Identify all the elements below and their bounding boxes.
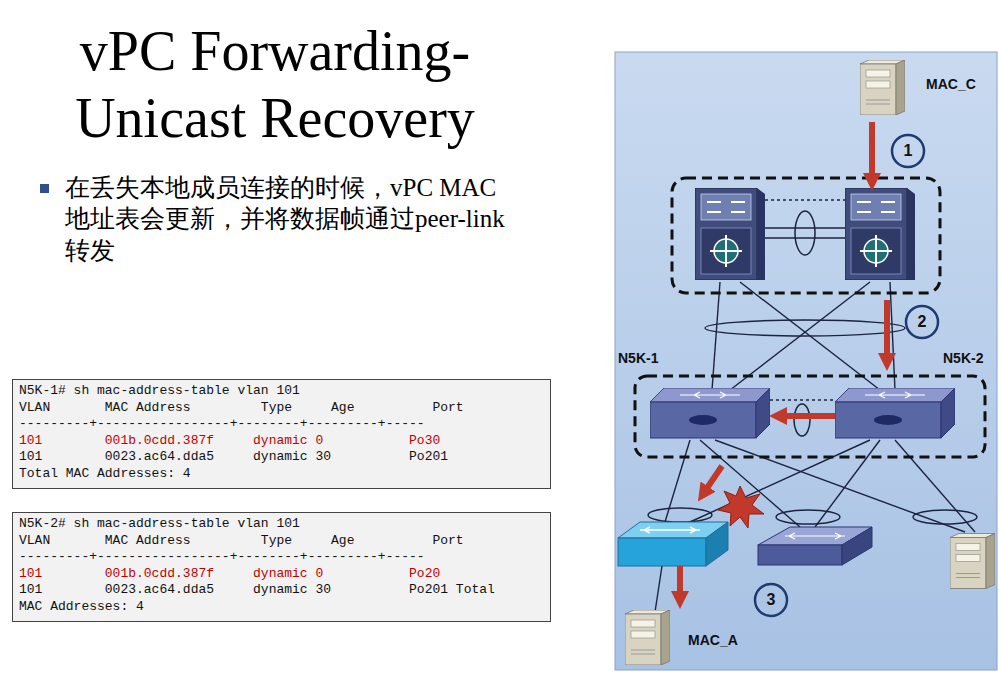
device-label: MAC_C <box>926 76 976 92</box>
console-line: VLAN MAC Address Type Age Port <box>19 533 544 550</box>
slide-title: vPC Forwarding- Unicast Recovery <box>25 18 525 152</box>
callout-number: 1 <box>892 141 924 161</box>
device-label: N5K-1 <box>618 350 658 366</box>
server-node: MAC_A <box>625 610 670 665</box>
callout-number: 3 <box>755 590 787 610</box>
console-line: Total MAC Addresses: 4 <box>19 466 544 483</box>
device-label: N5K-2 <box>943 350 983 366</box>
console-line: 101 0023.ac64.dda5 dynamic 30 Po201 Tota… <box>19 582 544 599</box>
console-line: 101 001b.0cdd.387f dynamic 0 Po30 <box>19 433 544 450</box>
console-line: N5K-1# sh mac-address-table vlan 101 <box>19 383 544 400</box>
console-line: 101 001b.0cdd.387f dynamic 0 Po20 <box>19 566 544 583</box>
callout-number: 2 <box>906 312 938 332</box>
switch-node: N5K-2 <box>835 388 955 440</box>
console-line: ---------+-----------------+--------+---… <box>19 549 544 566</box>
console-line: ---------+-----------------+--------+---… <box>19 416 544 433</box>
switch-node: N5K-1 <box>650 388 770 440</box>
console-line: N5K-2# sh mac-address-table vlan 101 <box>19 516 544 533</box>
peer-link-arrow <box>778 413 835 419</box>
console-table: N5K-1# sh mac-address-table vlan 101VLAN… <box>12 379 551 489</box>
device-label: MAC_A <box>688 632 738 648</box>
server-node: MAC_C <box>860 60 905 115</box>
console-line: VLAN MAC Address Type Age Port <box>19 400 544 417</box>
bullet-text: 在丢失本地成员连接的时候，vPC MAC地址表会更新，并将数据帧通过peer-l… <box>65 172 520 266</box>
console-table: N5K-2# sh mac-address-table vlan 101VLAN… <box>12 512 551 622</box>
console-line: 101 0023.ac64.dda5 dynamic 30 Po201 <box>19 449 544 466</box>
console-line: MAC Addresses: 4 <box>19 599 544 616</box>
